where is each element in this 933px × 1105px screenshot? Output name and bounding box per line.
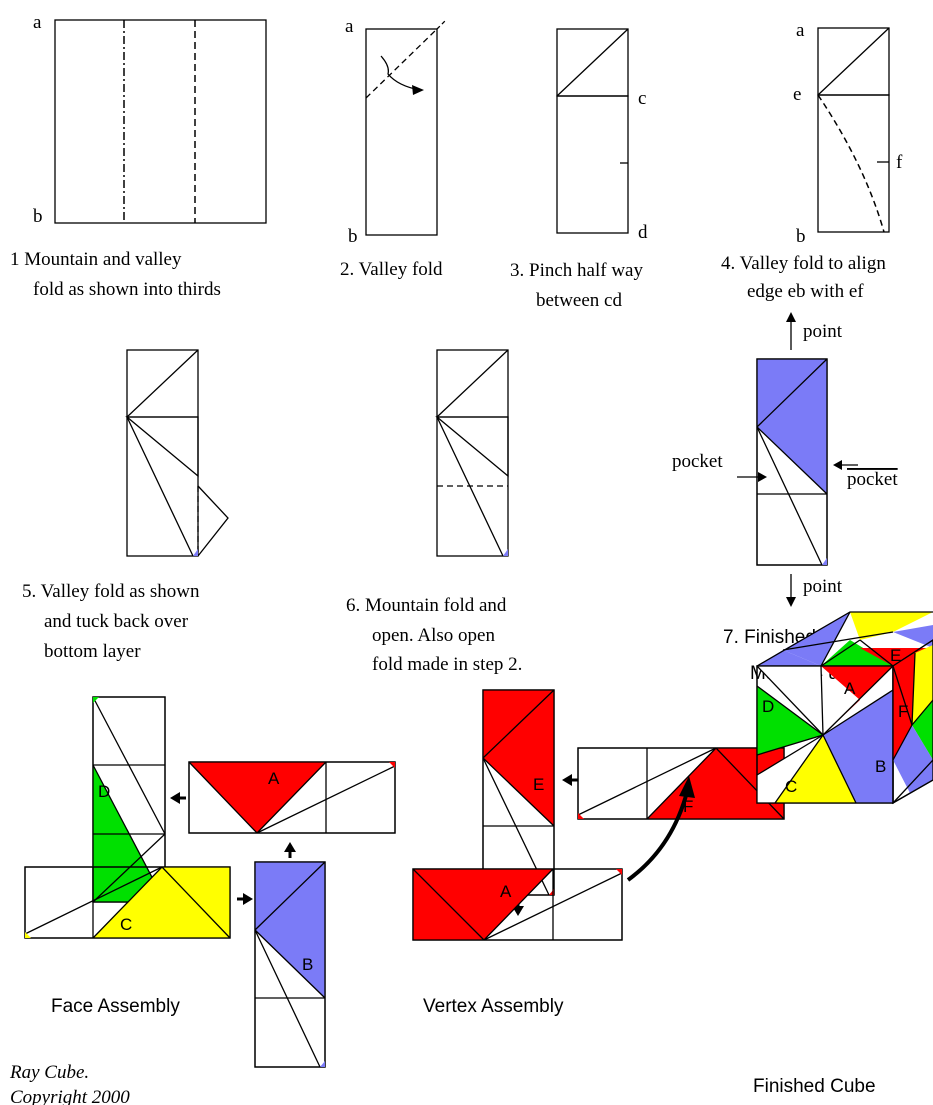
point-label-a: a — [345, 16, 354, 37]
point-label-b: b — [348, 226, 358, 247]
step-5-line-2: and tuck back over — [44, 611, 189, 632]
step-5-line-3: bottom layer — [44, 641, 141, 662]
cube-letter-d: D — [762, 697, 774, 716]
arrow-right — [243, 893, 253, 905]
point-label-bottom: point — [803, 576, 843, 597]
step-4-figure: a e f b — [793, 20, 903, 247]
unit-letter-c: C — [120, 915, 132, 934]
unit-f: F — [577, 747, 785, 820]
arrow-left — [562, 774, 572, 786]
blue-flap — [125, 416, 199, 478]
cube-letter-e: E — [890, 646, 901, 665]
unit-letter-a: A — [268, 769, 280, 788]
point-label-top: point — [803, 321, 843, 342]
step-6-line-3: fold made in step 2. — [372, 654, 522, 675]
unit-letter-d: D — [98, 782, 110, 801]
point-label-f: f — [896, 152, 903, 173]
step-1-line-2: fold as shown into thirds — [33, 279, 221, 300]
point-label-d: d — [638, 222, 648, 243]
unit-c: C — [24, 866, 231, 939]
strip-paper — [365, 28, 438, 236]
diagonal-crease — [556, 28, 629, 97]
step-6-line-1: 6. Mountain fold and — [346, 595, 507, 616]
unit-a: A — [188, 761, 396, 834]
step-2-caption: 2. Valley fold — [340, 259, 443, 280]
point-label-e: e — [793, 84, 801, 105]
arrow-head — [412, 85, 424, 95]
curved-arrow — [626, 791, 689, 882]
step-5-figure — [125, 349, 229, 557]
fold-arrow — [380, 55, 421, 91]
vertex-assembly: E F — [412, 689, 785, 941]
pocket-label-left: pocket — [672, 451, 723, 472]
folded-tab — [197, 485, 229, 557]
unit-e: E — [482, 689, 555, 896]
step-3-line-1: 3. Pinch half way — [510, 260, 643, 281]
cube-letter-b: B — [875, 757, 886, 776]
step-7-figure: point point pocket pocket — [672, 312, 898, 607]
pocket-label-right: pocket — [847, 469, 898, 490]
blue-region — [757, 359, 827, 494]
unit-a-vertex: A — [412, 868, 623, 941]
cube-letter-f: F — [898, 702, 908, 721]
square-paper — [54, 19, 267, 224]
step-5-caption: 5. Valley fold as shown and tuck back ov… — [22, 581, 204, 662]
unit-letter-a-vertex: A — [500, 882, 512, 901]
arrow-left — [170, 792, 180, 804]
unit-letter-b: B — [302, 955, 313, 974]
step-6-caption: 6. Mountain fold and open. Also open fol… — [346, 595, 522, 675]
step-3-figure: c d — [556, 28, 648, 243]
point-label-a: a — [796, 20, 805, 41]
cube-letter-c: C — [785, 777, 797, 796]
finished-cube: E D A F B C — [756, 611, 933, 805]
step-4-line-1: 4. Valley fold to align — [721, 253, 886, 274]
vertex-assembly-caption: Vertex Assembly — [423, 996, 564, 1017]
step-5-line-1: 5. Valley fold as shown — [22, 581, 200, 602]
unit-letter-f: F — [683, 797, 693, 816]
step-2-figure: a b — [345, 16, 447, 247]
unit-letter-e: E — [533, 775, 544, 794]
diagram-title: Ray Cube. — [9, 1062, 89, 1083]
cube-letter-a: A — [844, 679, 856, 698]
point-label-b: b — [796, 226, 806, 247]
finished-cube-caption: Finished Cube — [753, 1076, 876, 1097]
step-1-caption: 1 Mountain and valley fold as shown into… — [10, 249, 221, 300]
valley-fold-line — [817, 94, 885, 233]
step-6-line-2: open. Also open — [372, 625, 495, 646]
face-assembly-caption: Face Assembly — [51, 996, 180, 1017]
step-1-line-1: 1 Mountain and valley — [10, 249, 182, 270]
step-1-figure: a b — [33, 12, 267, 227]
arrow-up — [284, 842, 296, 852]
point-label-c: c — [638, 88, 646, 109]
step-4-caption: 4. Valley fold to align edge eb with ef — [721, 253, 891, 302]
step-6-figure — [435, 349, 509, 557]
step-4-line-2: edge eb with ef — [747, 281, 864, 302]
step-3-caption: 3. Pinch half way between cd — [510, 260, 648, 311]
point-label-a: a — [33, 12, 42, 33]
blue-flap — [435, 416, 509, 478]
face-assembly: D A B — [24, 696, 396, 1068]
unit-b: B — [254, 861, 326, 1068]
point-label-b: b — [33, 206, 43, 227]
valley-fold-line — [365, 28, 438, 99]
copyright-note: Copyright 2000 — [10, 1087, 130, 1105]
step-3-line-2: between cd — [536, 290, 622, 311]
